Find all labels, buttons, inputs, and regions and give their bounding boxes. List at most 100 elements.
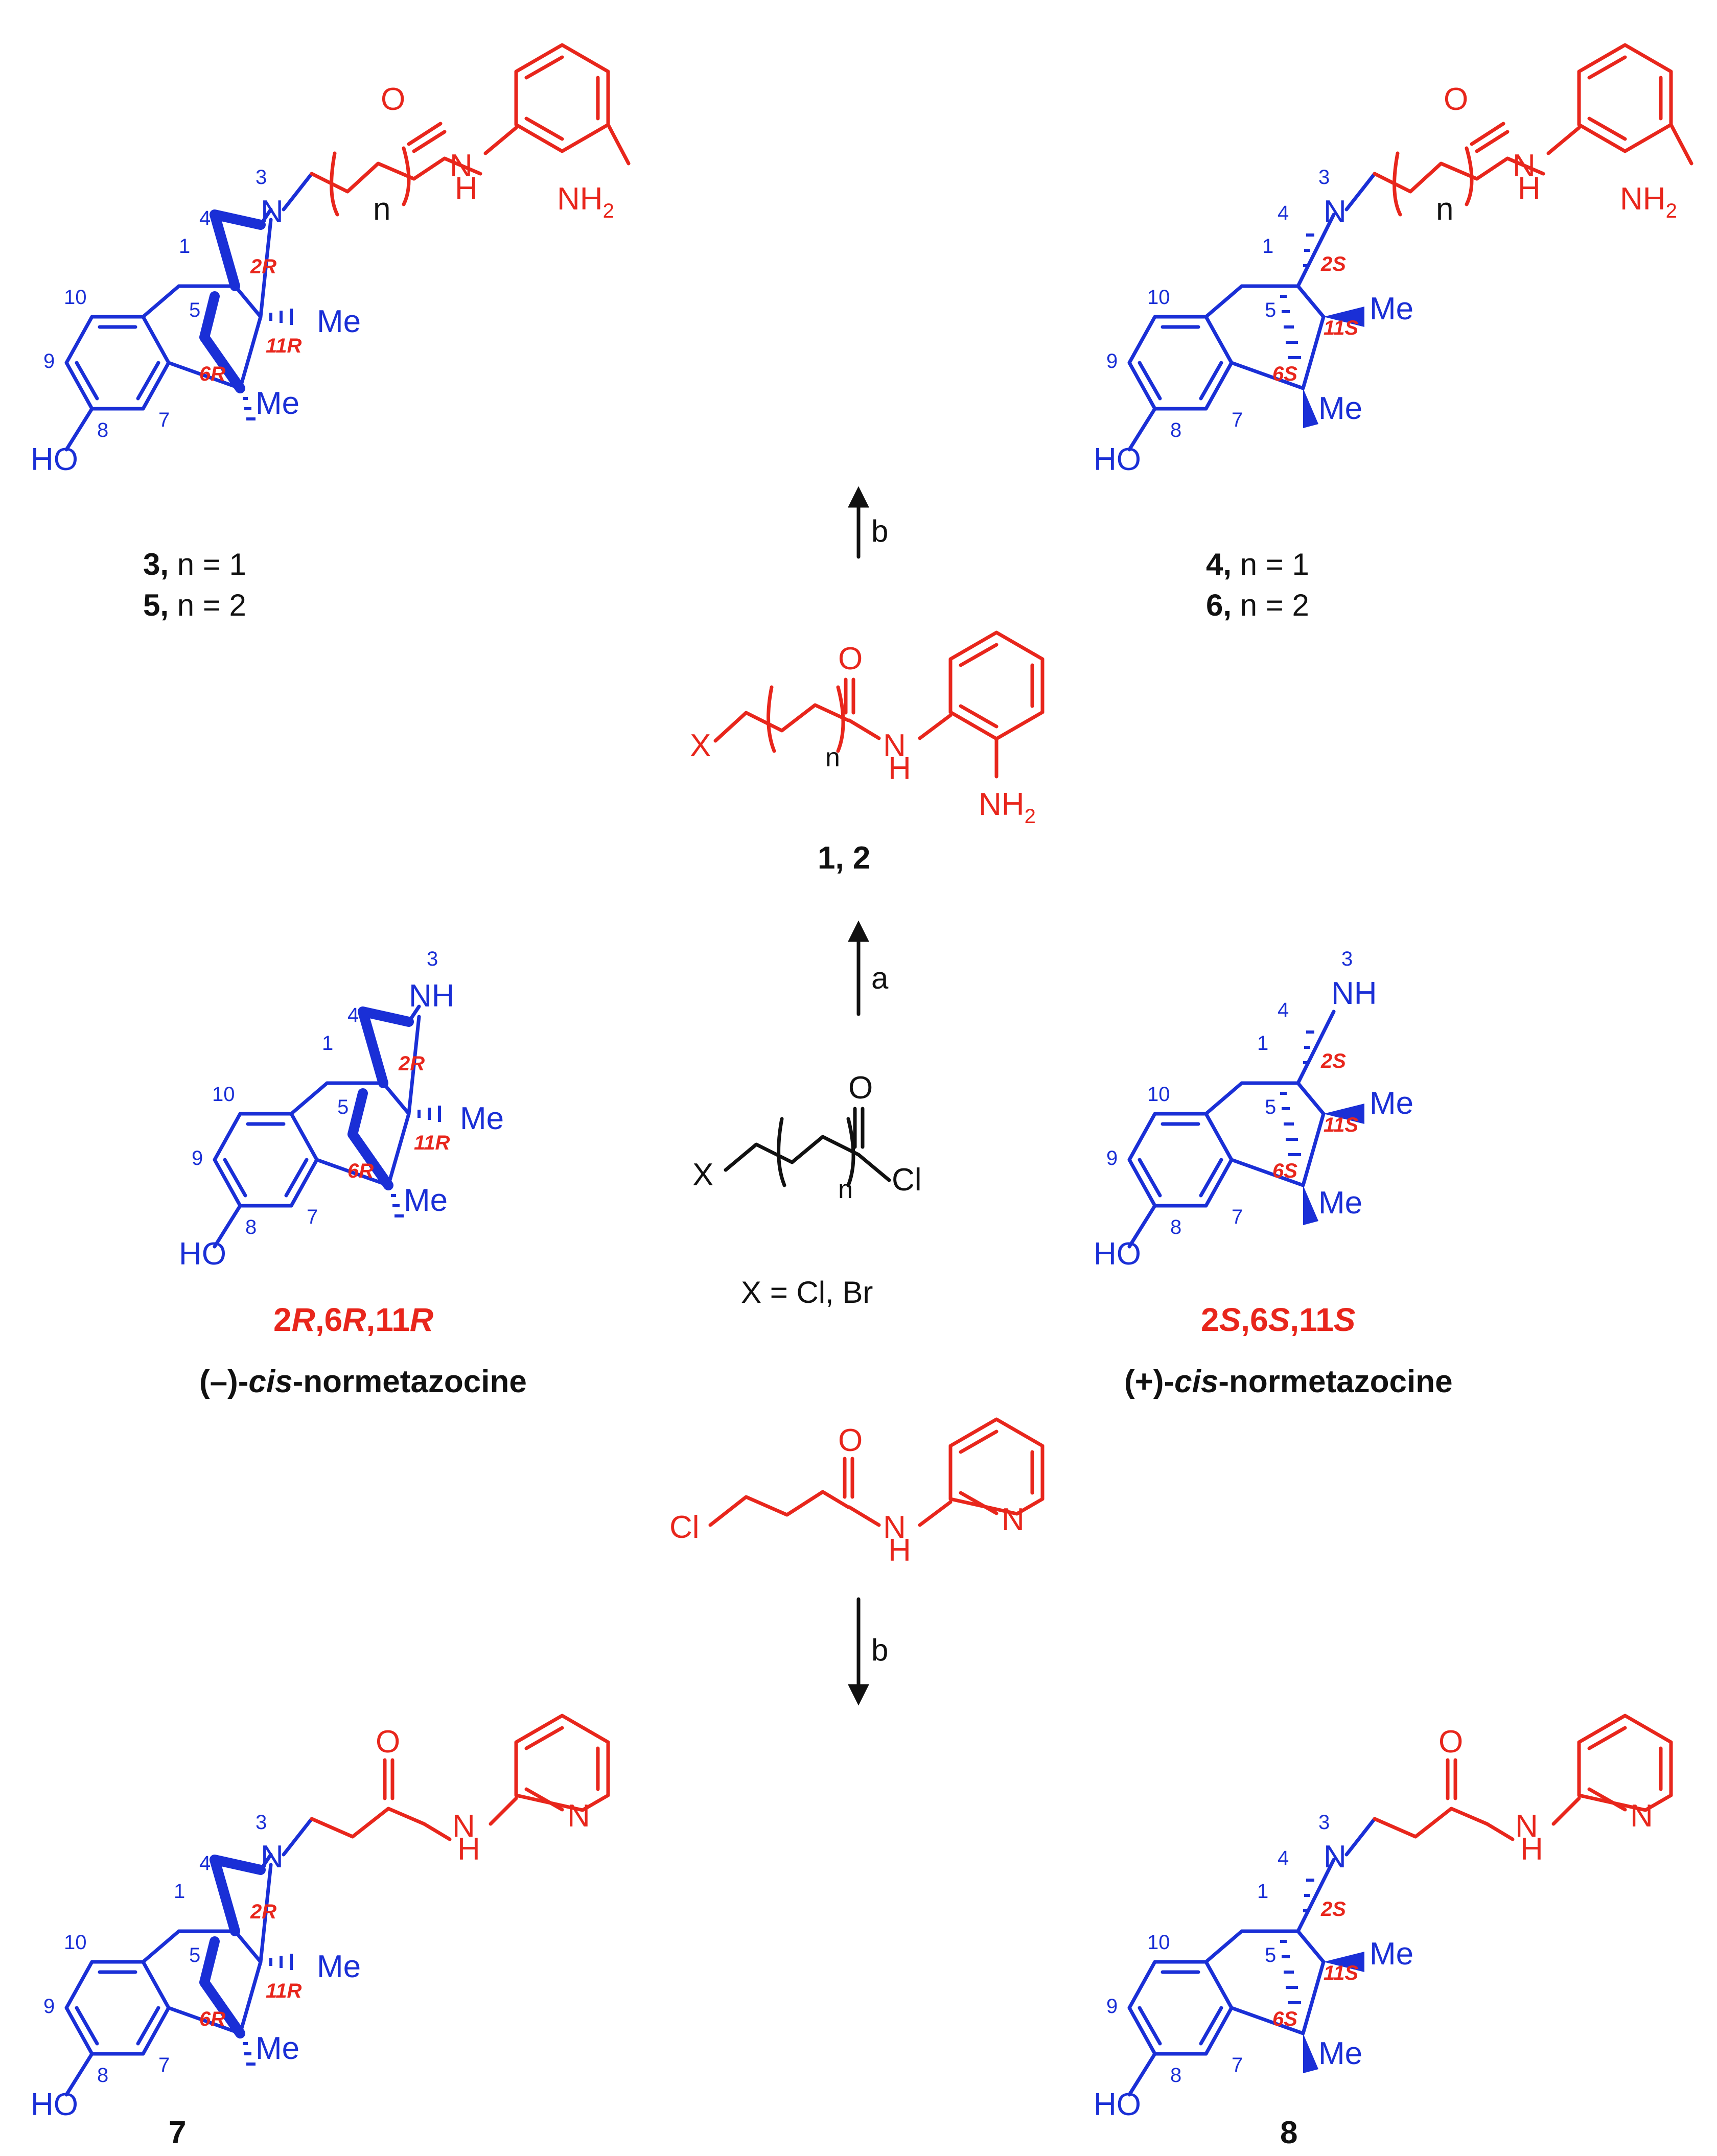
svg-text:11S: 11S xyxy=(1324,1114,1359,1136)
atom-Me-11: Me xyxy=(1370,1936,1413,1972)
svg-text:4: 4 xyxy=(1278,1847,1289,1869)
label-compound-4: 4, n = 1 xyxy=(1206,547,1309,581)
label-compound-3: 3, n = 1 xyxy=(143,547,246,581)
svg-text:8: 8 xyxy=(1170,2064,1181,2087)
stereo-descriptor-left: 2R,6R,11R xyxy=(273,1301,433,1338)
atom-NH: NH xyxy=(409,978,455,1014)
atom-O: O xyxy=(838,1423,863,1458)
svg-text:1: 1 xyxy=(179,235,190,257)
atom-NH2: NH2 xyxy=(979,787,1036,828)
atom-N: N xyxy=(261,194,284,229)
svg-text:4: 4 xyxy=(1278,202,1289,224)
config-labels: 2R 11R 6R xyxy=(199,1901,302,2030)
atom-Me-6: Me xyxy=(1318,1185,1362,1221)
svg-text:2S: 2S xyxy=(1320,253,1346,275)
label-compound-7: 7 xyxy=(169,2115,186,2150)
atom-O: O xyxy=(376,1724,400,1760)
ring-numbering: 3 4 1 10 5 9 7 8 xyxy=(1106,166,1330,441)
svg-text:11R: 11R xyxy=(414,1132,450,1154)
atom-Me-6: Me xyxy=(404,1183,448,1218)
label-n: n xyxy=(825,743,840,772)
atom-N: N xyxy=(1324,194,1347,229)
svg-text:9: 9 xyxy=(192,1147,203,1169)
compound-7-structure xyxy=(66,1716,608,2095)
label-n: n xyxy=(1436,192,1453,227)
atom-O: O xyxy=(381,82,405,117)
atom-Me-6: Me xyxy=(1318,391,1362,426)
svg-text:7: 7 xyxy=(1232,1206,1243,1228)
svg-text:3: 3 xyxy=(256,166,267,189)
atom-HO: HO xyxy=(1094,1236,1141,1272)
svg-text:3: 3 xyxy=(1318,166,1330,189)
atom-O: O xyxy=(1444,82,1468,117)
svg-text:4: 4 xyxy=(1278,999,1289,1021)
atom-N: N xyxy=(261,1839,284,1874)
svg-text:6S: 6S xyxy=(1272,1160,1297,1182)
svg-text:2R: 2R xyxy=(398,1052,425,1075)
config-labels: 2S 11S 6S xyxy=(1272,253,1359,385)
svg-text:7: 7 xyxy=(1232,2054,1243,2076)
svg-text:1: 1 xyxy=(1262,235,1273,257)
svg-text:1: 1 xyxy=(322,1032,333,1054)
compound-4-6-structure xyxy=(1129,45,1693,450)
name-minus-cis-normetazocine: (–)-cis-normetazocine xyxy=(199,1364,527,1399)
svg-text:9: 9 xyxy=(1106,1147,1118,1169)
svg-text:3: 3 xyxy=(427,948,438,970)
atom-NH2: NH2 xyxy=(1620,181,1677,222)
svg-text:4: 4 xyxy=(199,207,211,229)
stereo-descriptor-right: 2S,6S,11S xyxy=(1201,1301,1356,1338)
svg-text:10: 10 xyxy=(64,286,87,309)
config-labels: 2S 11S 6S xyxy=(1272,1050,1359,1182)
svg-text:11R: 11R xyxy=(266,1980,302,2002)
svg-text:4: 4 xyxy=(199,1852,211,1874)
atom-O: O xyxy=(838,641,863,676)
svg-text:10: 10 xyxy=(1147,286,1170,309)
atom-N-pyridine: N xyxy=(1002,1502,1025,1537)
svg-text:2R: 2R xyxy=(250,1901,276,1923)
svg-text:3: 3 xyxy=(1341,948,1353,970)
svg-text:5: 5 xyxy=(1265,1944,1276,1966)
atom-Me-11: Me xyxy=(1370,1086,1413,1121)
svg-text:9: 9 xyxy=(1106,1995,1118,2018)
svg-text:7: 7 xyxy=(1232,409,1243,431)
ring-numbering: 3 4 1 10 5 9 7 8 xyxy=(43,166,267,441)
ring-numbering: 3 4 1 10 5 9 7 8 xyxy=(43,1811,267,2087)
svg-text:6R: 6R xyxy=(347,1160,374,1182)
reagent-1-2-structure xyxy=(713,632,1042,779)
label-compounds-1-2: 1, 2 xyxy=(818,840,870,876)
svg-text:11S: 11S xyxy=(1324,317,1359,339)
atom-O: O xyxy=(1438,1724,1463,1760)
compound-8-structure xyxy=(1129,1716,1671,2095)
svg-text:5: 5 xyxy=(189,299,200,321)
atom-Me-11: Me xyxy=(1370,291,1413,326)
svg-text:2S: 2S xyxy=(1320,1050,1346,1072)
svg-text:7: 7 xyxy=(158,2054,170,2076)
atom-HO: HO xyxy=(1094,2087,1141,2122)
svg-text:7: 7 xyxy=(158,409,170,431)
atom-Me-6: Me xyxy=(1318,2036,1362,2071)
atom-HO: HO xyxy=(31,2087,78,2122)
svg-text:1: 1 xyxy=(1257,1032,1268,1054)
svg-text:9: 9 xyxy=(43,350,55,372)
svg-text:9: 9 xyxy=(1106,350,1118,372)
svg-text:6R: 6R xyxy=(199,2008,225,2030)
svg-text:8: 8 xyxy=(97,419,108,441)
atom-Cl: Cl xyxy=(669,1510,700,1545)
svg-text:8: 8 xyxy=(245,1216,257,1238)
label-n: n xyxy=(373,192,390,227)
arrow-label-a: a xyxy=(871,961,889,995)
arrow-label-b: b xyxy=(871,514,888,548)
svg-text:6S: 6S xyxy=(1272,363,1297,385)
atom-Me-6: Me xyxy=(256,2031,299,2066)
ring-numbering: 3 4 1 10 5 9 7 8 xyxy=(1106,948,1353,1238)
atom-Me-11: Me xyxy=(317,304,361,339)
svg-text:2S: 2S xyxy=(1320,1898,1346,1920)
svg-text:1: 1 xyxy=(174,1880,185,1903)
atom-Me-6: Me xyxy=(256,386,299,421)
